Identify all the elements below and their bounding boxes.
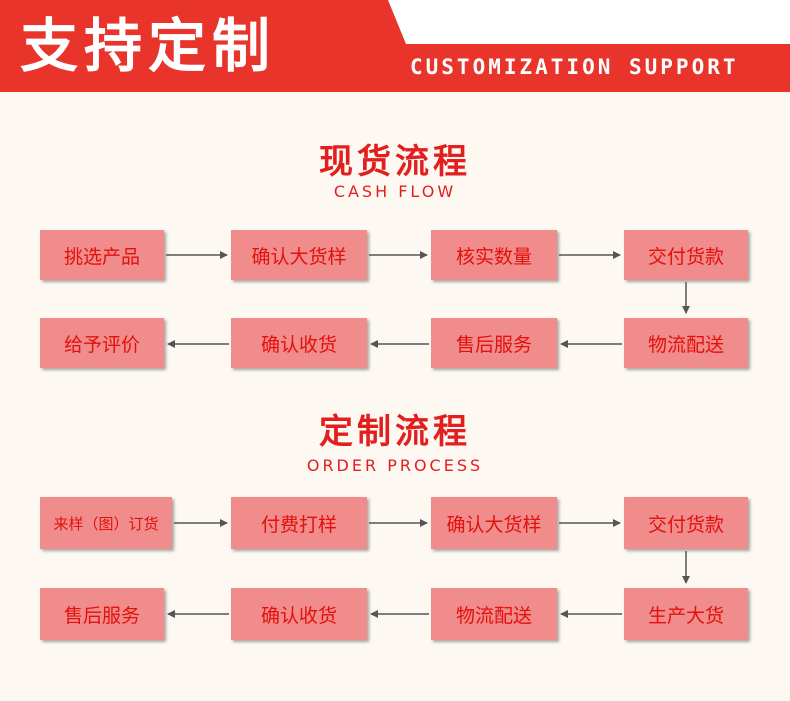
cash-flow-subtitle: CASH FLOW (333, 182, 457, 201)
order-process-subtitle: ORDER PROCESS (306, 456, 484, 475)
order-step-confirm-receipt: 确认收货 (231, 588, 367, 640)
header-title: 支持定制 (20, 12, 277, 80)
header-banner-white-band (388, 0, 790, 44)
order-step-confirm-sample: 确认大货样 (431, 497, 557, 549)
cash-step-verify-quantity: 核实数量 (431, 230, 557, 280)
cash-step-confirm-sample: 确认大货样 (231, 230, 367, 280)
cash-step-select-product: 挑选产品 (40, 230, 164, 280)
header-subtitle: CUSTOMIZATION SUPPORT (410, 55, 739, 79)
order-step-sample-order: 来样（图）订货 (40, 497, 172, 549)
order-step-mass-production: 生产大货 (624, 588, 748, 640)
order-step-delivery: 物流配送 (431, 588, 557, 640)
cash-step-review: 给予评价 (40, 318, 164, 368)
cash-step-pay: 交付货款 (624, 230, 748, 280)
order-step-after-sales: 售后服务 (40, 588, 164, 640)
cash-step-confirm-receipt: 确认收货 (231, 318, 367, 368)
order-process-title: 定制流程 (319, 412, 471, 452)
order-step-pay: 交付货款 (624, 497, 748, 549)
order-step-paid-sampling: 付费打样 (231, 497, 367, 549)
cash-step-delivery: 物流配送 (624, 318, 748, 368)
cash-flow-title: 现货流程 (319, 142, 471, 182)
cash-step-after-sales: 售后服务 (431, 318, 557, 368)
